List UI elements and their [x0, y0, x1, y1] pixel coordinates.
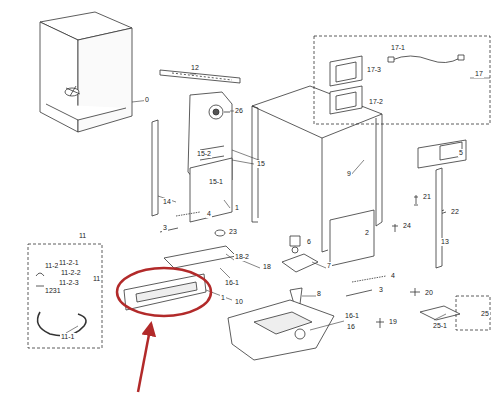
pointer-arrow [138, 324, 151, 392]
control-panel [330, 56, 362, 86]
callout-number: 6 [306, 238, 312, 246]
callout-number: 26 [234, 107, 244, 115]
callout-number: 18-2 [234, 253, 250, 261]
bracket [282, 254, 318, 272]
callout-number: 5 [458, 149, 464, 157]
callout-number: 4 [390, 272, 396, 280]
callout-number: 25-1 [432, 322, 448, 330]
callout-number: 12 [190, 64, 200, 72]
callout-number: 3 [162, 224, 168, 232]
kick-panel [124, 274, 206, 310]
callout-number: 7 [326, 262, 332, 270]
callout-number: 8 [316, 290, 322, 298]
callout-number: 13 [440, 238, 450, 246]
callout-number: 21 [422, 193, 432, 201]
callout-number: 15 [256, 160, 266, 168]
callout-number: 11 [92, 275, 101, 283]
callout-number: 16-1 [224, 279, 240, 287]
callout-number: 3 [378, 286, 384, 294]
callout-number: 1231 [44, 287, 62, 295]
callout-number: 18 [262, 263, 272, 271]
callout-number: 23 [228, 228, 238, 236]
side-trim [436, 168, 442, 268]
callout-number: 25 [480, 310, 490, 318]
callout-number: 10 [234, 298, 244, 306]
callout-number: 15-2 [196, 150, 212, 158]
toe-plate [164, 246, 236, 268]
callout-number: 1 [234, 204, 240, 212]
callout-number: 19 [388, 318, 398, 326]
front-panel [418, 140, 466, 168]
callout-number: 20 [424, 289, 434, 297]
callout-number: 17-3 [366, 66, 382, 74]
callout-number: 22 [450, 208, 460, 216]
callout-number: 2 [364, 229, 370, 237]
callout-number: 14 [162, 198, 172, 206]
highlight-ellipse [117, 268, 211, 316]
side-trim [152, 120, 158, 216]
callout-number: 11-1 [60, 333, 76, 341]
callout-number: 0 [144, 96, 150, 104]
callout-number: 11 [78, 232, 87, 240]
base-assembly [228, 300, 334, 360]
callout-number: 16-1 [344, 312, 360, 320]
tub-frame [40, 12, 132, 132]
callout-number: 17 [474, 70, 484, 78]
top-rail [160, 70, 240, 83]
callout-number: 11-2-1 [58, 259, 80, 267]
callout-number: 4 [206, 210, 212, 218]
callout-number: 17-2 [368, 98, 384, 106]
side-panel [330, 210, 374, 266]
control-panel [330, 86, 362, 114]
wire-harness [392, 56, 460, 63]
bracket [420, 306, 460, 320]
callout-number: 24 [402, 222, 412, 230]
callout-number: 17-1 [390, 44, 406, 52]
callout-number: 11-2-3 [58, 279, 80, 287]
callout-number: 15-1 [208, 178, 224, 186]
callout-number: 1 [220, 294, 226, 302]
callout-number: 9 [346, 170, 352, 178]
callout-number: 16 [346, 323, 356, 331]
callout-number: 11-2-2 [60, 269, 82, 277]
